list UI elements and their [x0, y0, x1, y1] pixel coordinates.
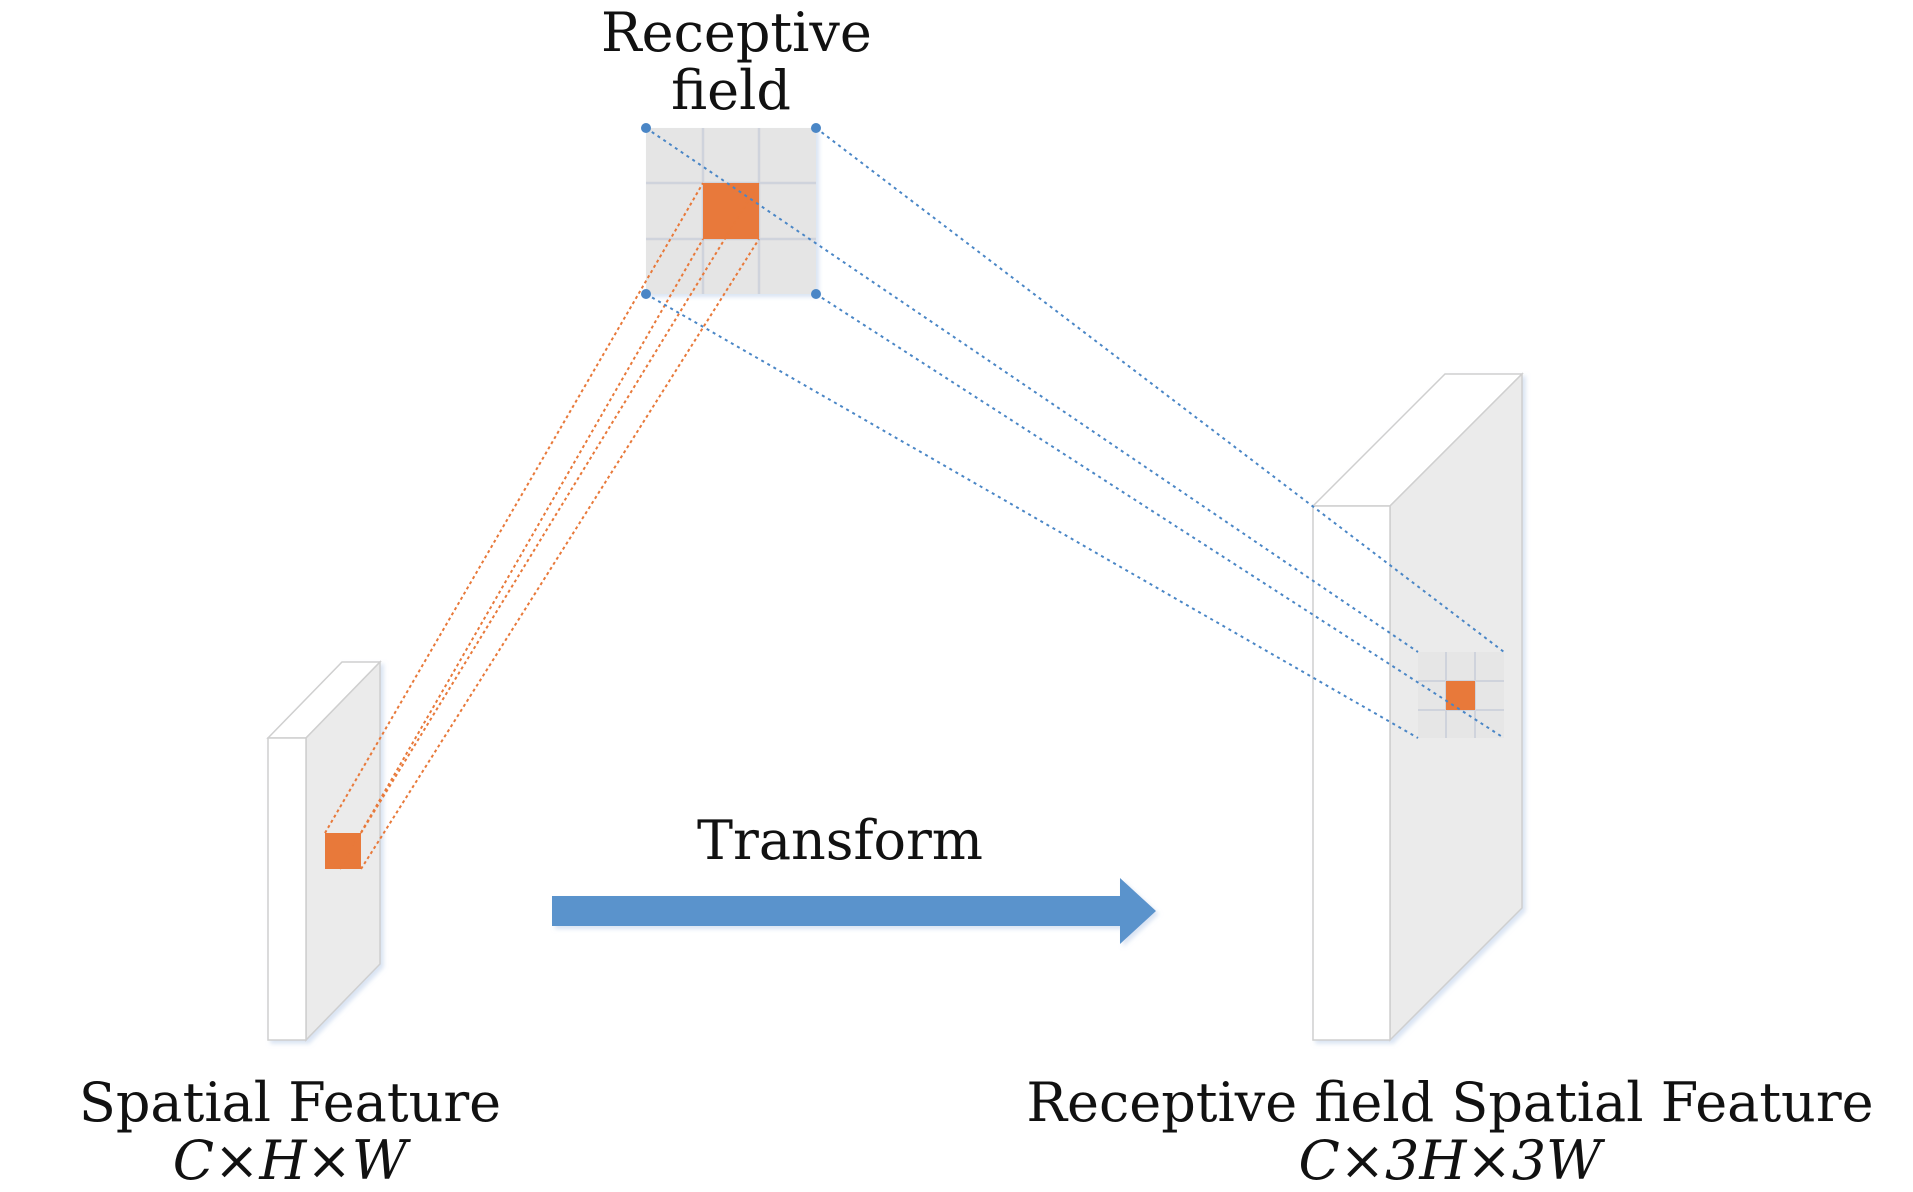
right-arrow-icon [552, 878, 1156, 944]
orange-projection-lines [324, 182, 760, 870]
small-grid-center-cell [1446, 681, 1475, 710]
receptive-field-label-line1: Receptive [601, 1, 872, 64]
receptive-field-label-line2: field [671, 59, 791, 123]
spatial-feature-label: Spatial Feature C×H×W [60, 1071, 520, 1192]
receptive-field-grid [646, 128, 816, 294]
grid-corner-dots [641, 123, 821, 299]
receptive-field-spatial-feature-dims: C×3H×3W [1298, 1129, 1602, 1192]
transform-label: Transform [696, 809, 984, 872]
receptive-field-grid-small [1418, 652, 1504, 738]
spatial-feature-dims: C×H×W [172, 1129, 408, 1192]
receptive-field-spatial-feature-label: Receptive field Spatial Feature C×3H×3W [1020, 1071, 1880, 1192]
spatial-feature-title: Spatial Feature [78, 1071, 502, 1134]
receptive-field-center-cell [703, 183, 759, 239]
receptive-field-spatial-feature-title: Receptive field Spatial Feature [1026, 1071, 1874, 1134]
blue-projection-lines [645, 127, 1505, 739]
receptive-field-label: Receptive field [601, 1, 872, 123]
spatial-feature-block [266, 660, 382, 1042]
